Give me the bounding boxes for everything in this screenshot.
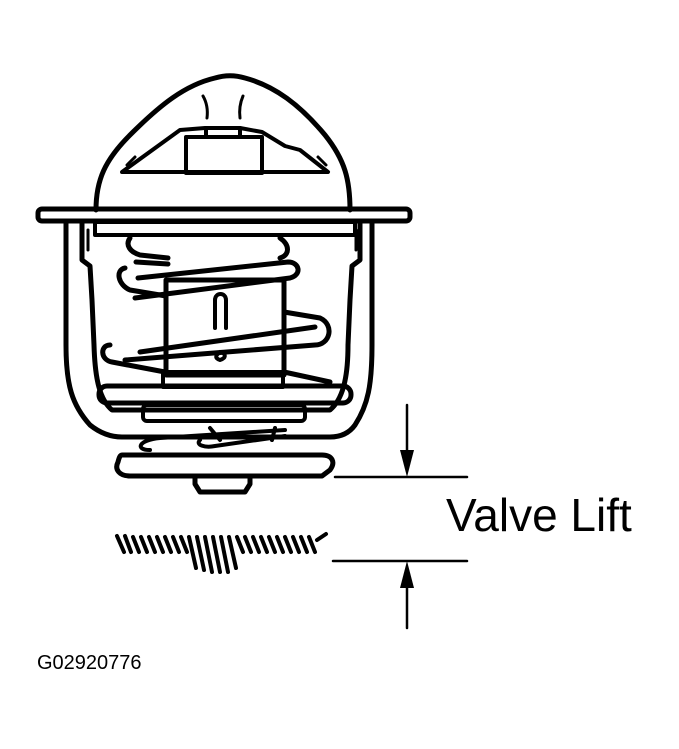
figure-id: G02920776 [37,652,142,674]
arrow-up-icon [400,561,414,588]
valve-lift-label: Valve Lift [446,489,632,541]
dome-housing [96,76,350,210]
valve-disc [117,455,333,492]
dimension-arrows [400,450,414,588]
frame [66,222,372,437]
valve-seat-hatched [117,534,326,572]
bottom-spring [141,405,305,450]
arrow-down-icon [400,450,414,477]
flange [38,209,410,221]
main-spring [99,238,351,403]
